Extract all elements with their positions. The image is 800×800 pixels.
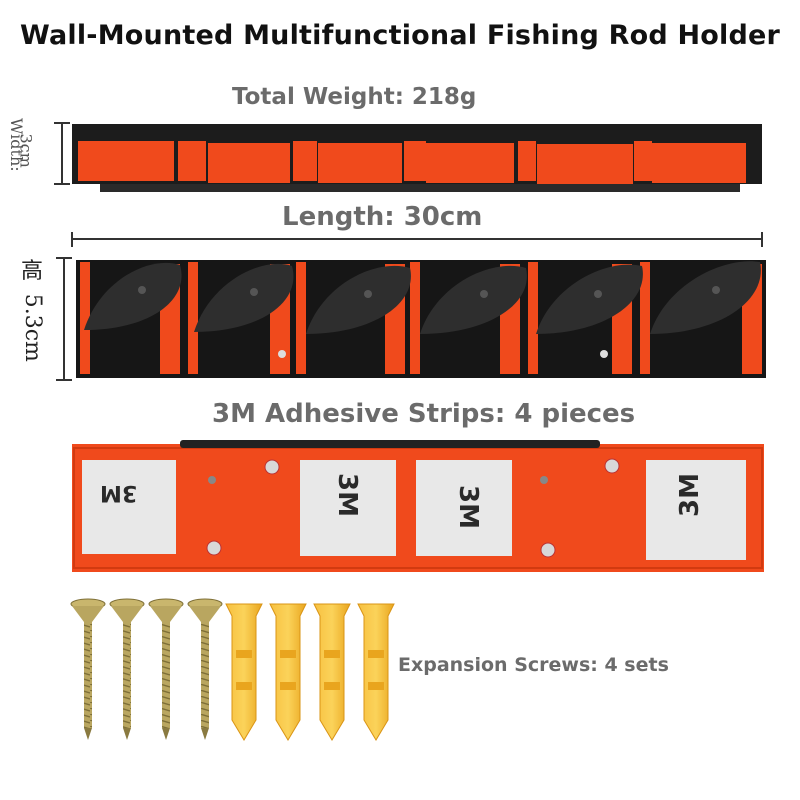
holder-front-view bbox=[76, 260, 766, 378]
length-label: Length: 30cm bbox=[282, 202, 483, 232]
total-weight-label: Total Weight: 218g bbox=[232, 84, 477, 110]
page-title: Wall-Mounted Multifunctional Fishing Rod… bbox=[19, 20, 781, 51]
screw-4 bbox=[187, 598, 223, 740]
screw-1 bbox=[70, 598, 106, 740]
anchor-4 bbox=[357, 603, 395, 741]
width-dimension-bar bbox=[54, 122, 70, 185]
adhesive-strip-3 bbox=[416, 460, 512, 556]
screw-3 bbox=[148, 598, 184, 740]
strip-brand-1: 3M bbox=[100, 480, 138, 505]
anchor-1 bbox=[225, 603, 263, 741]
holder-back-view bbox=[72, 440, 764, 572]
height-dimension: 高 5.3cm bbox=[14, 258, 50, 361]
height-dimension-bar bbox=[56, 257, 72, 381]
height-label-cn: 高 bbox=[20, 259, 43, 284]
adhesive-strip-2 bbox=[300, 460, 396, 556]
adhesive-strip-1 bbox=[82, 460, 176, 554]
holder-top-view bbox=[72, 124, 762, 192]
strip-brand-4: 3M bbox=[674, 473, 705, 517]
adhesive-strip-4 bbox=[646, 460, 746, 560]
adhesive-strips-label: 3M Adhesive Strips: 4 pieces bbox=[212, 399, 636, 429]
expansion-screws-label: Expansion Screws: 4 sets bbox=[398, 654, 669, 676]
strip-brand-3: 3M bbox=[452, 485, 483, 529]
strip-brand-2: 3M bbox=[331, 473, 362, 517]
anchor-3 bbox=[313, 603, 351, 741]
length-dimension-line bbox=[71, 232, 763, 247]
anchor-2 bbox=[269, 603, 307, 741]
screw-2 bbox=[109, 598, 145, 740]
